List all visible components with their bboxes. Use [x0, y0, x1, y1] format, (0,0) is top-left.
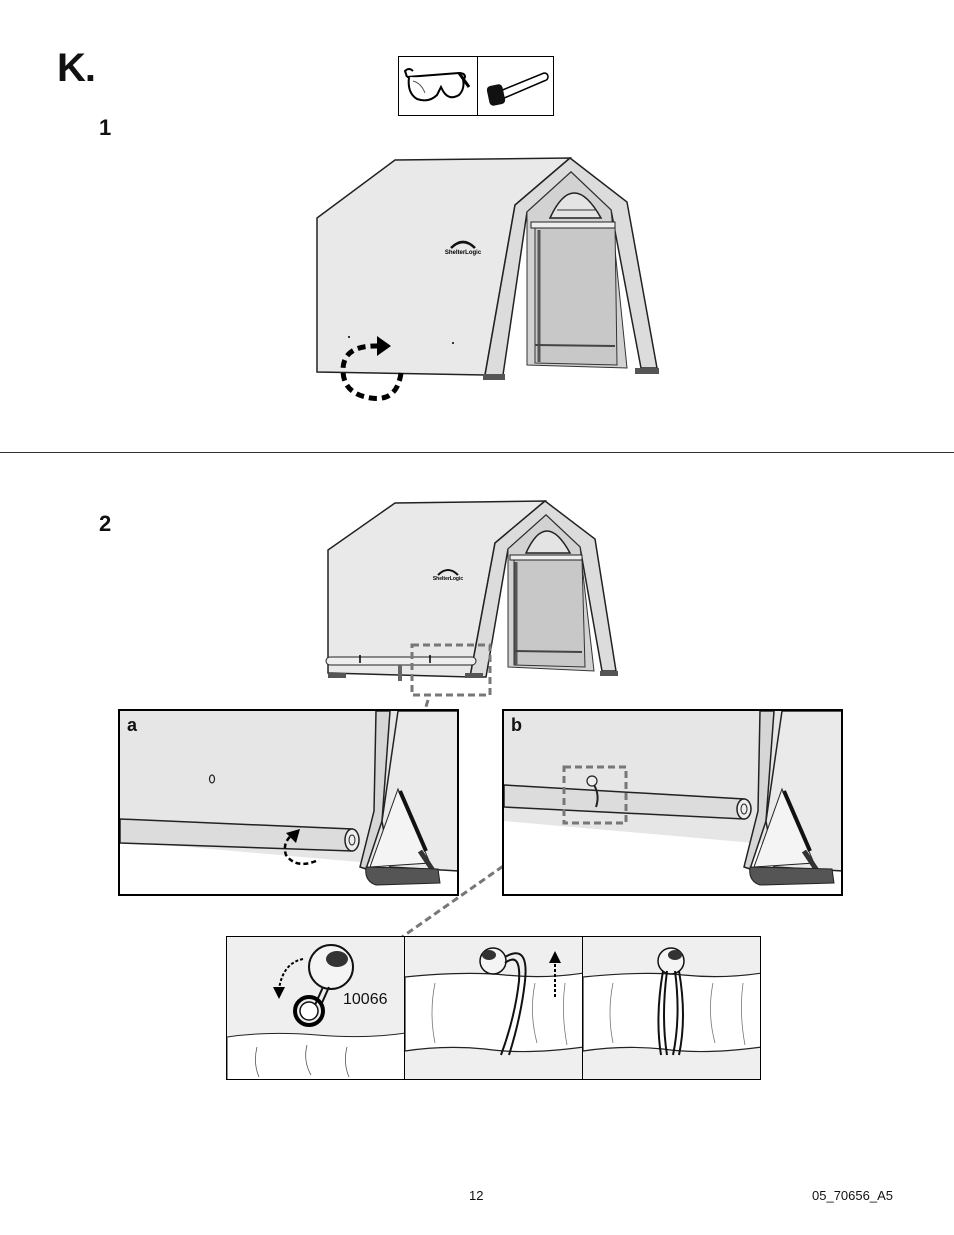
shed-illustration-step-2: ShelterLogic: [320, 495, 620, 700]
detail-b-label: b: [511, 715, 522, 736]
bungee-panel-3: [582, 936, 761, 1080]
tools-box: [398, 56, 554, 116]
detail-b: b: [502, 709, 843, 896]
safety-glasses-icon: [399, 57, 477, 115]
shed-logo: ShelterLogic: [433, 576, 464, 582]
step-2-number: 2: [99, 513, 111, 535]
bungee-panel-1: 10066: [226, 936, 405, 1080]
shed-illustration-step-1: ShelterLogic: [305, 150, 665, 406]
section-divider: [0, 452, 954, 453]
rubber-mallet-icon: [477, 57, 554, 115]
shed-logo: ShelterLogic: [445, 250, 482, 256]
section-letter: K.: [57, 48, 95, 88]
part-number: 10066: [343, 991, 388, 1009]
bungee-panel-2: [404, 936, 583, 1080]
document-code: 05_70656_A5: [812, 1188, 893, 1203]
page-number: 12: [469, 1188, 483, 1203]
detail-a-label: a: [127, 715, 137, 736]
detail-a: a: [118, 709, 459, 896]
step-1-number: 1: [99, 117, 111, 139]
